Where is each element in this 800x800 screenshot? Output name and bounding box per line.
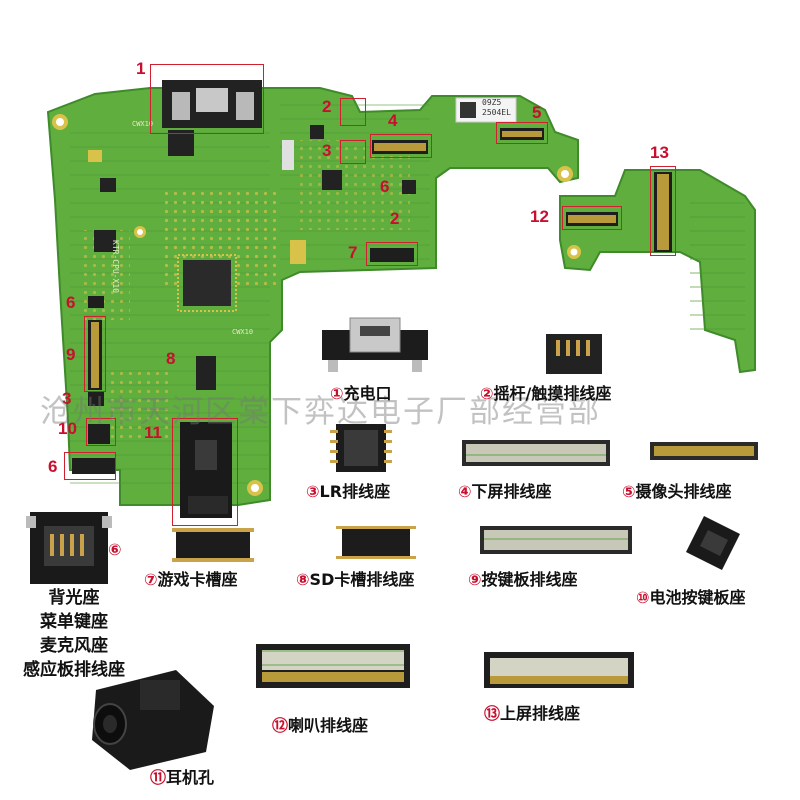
highlight-box-charging-port	[150, 64, 264, 134]
callout-number: 2	[322, 97, 332, 116]
highlight-box-connector-5	[496, 122, 548, 144]
usage-item: 背光座	[48, 588, 100, 608]
backlight-connector-part	[26, 512, 112, 584]
caption-backlight-group-mark: ⑥	[108, 542, 122, 558]
usage-item: 菜单键座	[40, 612, 108, 632]
caption-charging-port: ①充电口	[330, 386, 392, 402]
caption-text: 耳机孔	[166, 768, 215, 787]
callout-number: 6	[48, 457, 58, 476]
silk-text: CWX10	[132, 120, 154, 128]
highlight-box-connector-12	[562, 206, 622, 230]
callout-number: 8	[166, 349, 176, 368]
highlight-box-connector-10	[86, 418, 116, 446]
caption-mark: ⑬	[484, 704, 501, 723]
caption-text: 电池按键板座	[649, 588, 746, 607]
caption-mark: ③	[306, 482, 320, 501]
caption-text: LR排线座	[319, 482, 391, 501]
callout-number: 10	[58, 419, 77, 438]
caption-text: 充电口	[343, 384, 392, 403]
caption-sd-card-connector: ⑧SD卡槽排线座	[296, 572, 414, 588]
sticker-line: 09Z5	[482, 98, 502, 107]
caption-text: 游戏卡槽座	[157, 570, 238, 589]
joystick-connector-part	[546, 334, 602, 374]
callout-number: 13	[650, 143, 669, 162]
highlight-box-connector-3	[340, 140, 366, 164]
caption-mark: ⑧	[296, 570, 310, 589]
caption-camera-connector: ⑤摄像头排线座	[622, 484, 732, 500]
callout-number: 4	[388, 111, 398, 130]
usage-item: 麦克风座	[40, 636, 108, 656]
caption-mark: ①	[330, 384, 344, 403]
game-card-slot-part	[172, 528, 254, 562]
highlight-box-connector-13	[650, 166, 676, 256]
callout-number: 3	[322, 141, 332, 160]
caption-upper-screen-connector: ⑬上屏排线座	[484, 706, 580, 722]
caption-text: 喇叭排线座	[288, 716, 369, 735]
callout-number: 3	[62, 389, 72, 408]
battery-key-connector-part	[686, 516, 740, 570]
caption-game-card-slot: ⑦游戏卡槽座	[144, 572, 238, 588]
caption-joystick-connector: ②摇杆/触摸排线座	[480, 386, 611, 402]
caption-text: 摄像头排线座	[635, 482, 732, 501]
highlight-box-connector-6	[64, 452, 116, 480]
caption-mark: ⑥	[108, 540, 122, 559]
caption-mark: ⑪	[150, 768, 167, 787]
caption-mark: ⑫	[272, 716, 289, 735]
silk-text: CWX10	[232, 328, 254, 336]
sticker-line: 2504EL	[482, 108, 511, 117]
callout-number: 9	[66, 345, 76, 364]
lr-connector-part	[330, 424, 392, 472]
callout-number: 5	[532, 103, 542, 122]
callout-number: 6	[66, 293, 76, 312]
caption-text: 上屏排线座	[500, 704, 581, 723]
highlight-box-connector-7	[366, 242, 418, 266]
callout-number: 12	[530, 207, 549, 226]
caption-mark: ⑦	[144, 570, 158, 589]
callout-number: 6	[380, 177, 390, 196]
highlight-box-connector-4	[370, 134, 432, 158]
caption-mark: ⑤	[622, 482, 636, 501]
caption-speaker-connector: ⑫喇叭排线座	[272, 718, 368, 734]
board-sticker: 09Z5 2504EL	[482, 98, 511, 118]
speaker-connector-part	[256, 644, 410, 688]
caption-lower-screen-connector: ④下屏排线座	[458, 484, 552, 500]
callout-number: 7	[348, 243, 358, 262]
caption-lr-connector: ③LR排线座	[306, 484, 390, 500]
callout-number: 2	[390, 209, 400, 228]
camera-connector-part	[650, 442, 758, 460]
sd-card-connector-part	[336, 526, 416, 559]
highlight-box-connector-9	[84, 316, 106, 392]
cpu-chip	[183, 260, 231, 306]
caption-text: SD卡槽排线座	[309, 570, 415, 589]
upper-screen-connector-part	[484, 652, 634, 688]
charging-port-part	[322, 317, 428, 372]
highlight-box-connector-2	[340, 98, 366, 126]
caption-mark: ⑩	[636, 588, 650, 607]
caption-battery-key-connector: ⑩电池按键板座	[636, 590, 746, 606]
highlight-box-headphone-jack	[172, 418, 238, 526]
callout-number: 11	[144, 423, 162, 442]
caption-headphone-jack: ⑪耳机孔	[150, 770, 214, 786]
caption-mark: ②	[480, 384, 494, 403]
callout-number: 1	[136, 59, 146, 78]
headphone-jack-part	[92, 670, 214, 770]
lower-screen-connector-part	[462, 440, 610, 466]
key-board-connector-part	[480, 526, 632, 554]
caption-mark: ④	[458, 482, 472, 501]
caption-text: 摇杆/触摸排线座	[493, 384, 612, 403]
usage-item: 感应板排线座	[23, 660, 125, 680]
caption-text: 下屏排线座	[471, 482, 552, 501]
caption-key-board-connector: ⑨按键板排线座	[468, 572, 578, 588]
watermark: 沧州市天河区棠下弈达电子厂部经营部	[40, 394, 601, 430]
caption-text: 按键板排线座	[481, 570, 578, 589]
connector-6-usage-list: 背光座 菜单键座 麦克风座 感应板排线座	[4, 586, 144, 682]
caption-mark: ⑨	[468, 570, 482, 589]
